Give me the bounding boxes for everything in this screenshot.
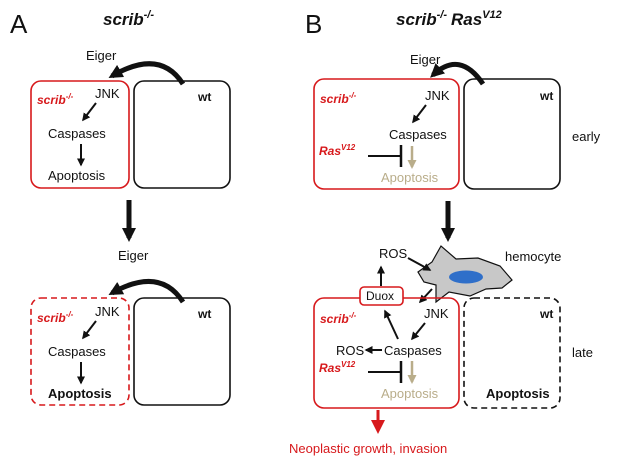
panel-b-scrib-label-top: scrib-/-: [320, 91, 357, 106]
duox-box: [359, 286, 404, 306]
panel-a-jnk-bottom: JNK: [95, 304, 120, 319]
panel-a: A scrib-/- Eiger scrib-/- wt JNK Caspase…: [10, 9, 231, 406]
panel-a-eiger-arrow-bottom: [108, 278, 186, 304]
panel-a-wt-label-top: wt: [197, 90, 211, 104]
panel-a-eiger-arrow-top: [108, 61, 186, 86]
panel-a-title-main: scrib: [103, 10, 144, 29]
panel-b-apoptosis-top: Apoptosis: [381, 170, 439, 185]
panel-a-jnk-top: JNK: [95, 86, 120, 101]
panel-a-wt-cell-bottom: [133, 297, 231, 406]
panel-b-jnk-top: JNK: [425, 88, 450, 103]
panel-b: B scrib-/-RasV12 Eiger scrib-/- wt JNK C…: [289, 9, 601, 456]
panel-a-scrib-label-bottom: scrib-/-: [37, 310, 74, 325]
panel-b-wt-label-top: wt: [539, 89, 553, 103]
panel-a-scrib-cell-top: [30, 80, 130, 189]
panel-a-jnk-arrow-top: [82, 102, 97, 122]
panel-a-caspases-top: Caspases: [48, 126, 106, 141]
panel-b-ras-bottom: RasV12: [319, 360, 356, 375]
panel-a-apoptosis-top: Apoptosis: [48, 168, 106, 183]
panel-b-apoptosis-inhibited: Apoptosis: [381, 386, 439, 401]
panel-b-ros-hemocyte: ROS: [379, 246, 408, 261]
panel-b-stage-late: late: [572, 345, 593, 360]
panel-b-ros-bottom: ROS: [336, 343, 365, 358]
panel-a-scrib-cell-bottom: [30, 297, 130, 406]
panel-b-stage-early: early: [572, 129, 601, 144]
hemocyte-nucleus: [449, 270, 483, 284]
panel-b-eiger-top: Eiger: [410, 52, 441, 67]
panel-b-scrib-label-bottom: scrib-/-: [320, 311, 357, 326]
panel-a-title: scrib-/-: [103, 9, 154, 29]
panel-a-jnk-arrow-bottom: [82, 320, 97, 340]
hemocyte-label: hemocyte: [505, 249, 561, 264]
panel-b-letter: B: [305, 9, 322, 39]
panel-a-eiger-bottom: Eiger: [118, 248, 149, 263]
panel-b-caspases-top: Caspases: [389, 127, 447, 142]
panel-b-hemocyte-to-jnk-arrow: [418, 288, 433, 304]
panel-b-wt-cell-top: [463, 78, 561, 190]
panel-b-eiger-arrow-top: [430, 61, 486, 86]
panel-a-letter: A: [10, 9, 28, 39]
panel-a-wt-cell-top: [133, 80, 231, 189]
panel-b-wt-label-bottom: wt: [539, 307, 553, 321]
panel-a-title-sup: -/-: [144, 9, 155, 21]
panel-a-eiger-top: Eiger: [86, 48, 117, 63]
panel-b-jnk-arrow-top: [412, 104, 427, 124]
panel-b-caspases-bottom: Caspases: [384, 343, 442, 358]
panel-b-ras-top: RasV12: [319, 143, 356, 158]
panel-b-jnk-bottom: JNK: [424, 306, 449, 321]
panel-b-jnk-arrow-bottom: [411, 322, 426, 341]
panel-a-scrib-label-top: scrib-/-: [37, 92, 74, 107]
panel-b-scrib-cell-top: [313, 78, 460, 190]
panel-b-title: scrib-/-RasV12: [396, 9, 502, 29]
panel-a-caspases-bottom: Caspases: [48, 344, 106, 359]
panel-b-wt-cell-bottom: [463, 297, 561, 409]
panel-a-apoptosis-bottom: Apoptosis: [48, 386, 112, 401]
panel-b-outcome: Neoplastic growth, invasion: [289, 441, 447, 456]
panel-a-wt-label-bottom: wt: [197, 307, 211, 321]
panel-b-ros-to-hemocyte-arrow: [407, 257, 432, 271]
panel-b-caspases-to-duox-arrow: [384, 309, 399, 340]
panel-b-apoptosis-wt: Apoptosis: [486, 386, 550, 401]
duox-label: Duox: [366, 289, 394, 303]
